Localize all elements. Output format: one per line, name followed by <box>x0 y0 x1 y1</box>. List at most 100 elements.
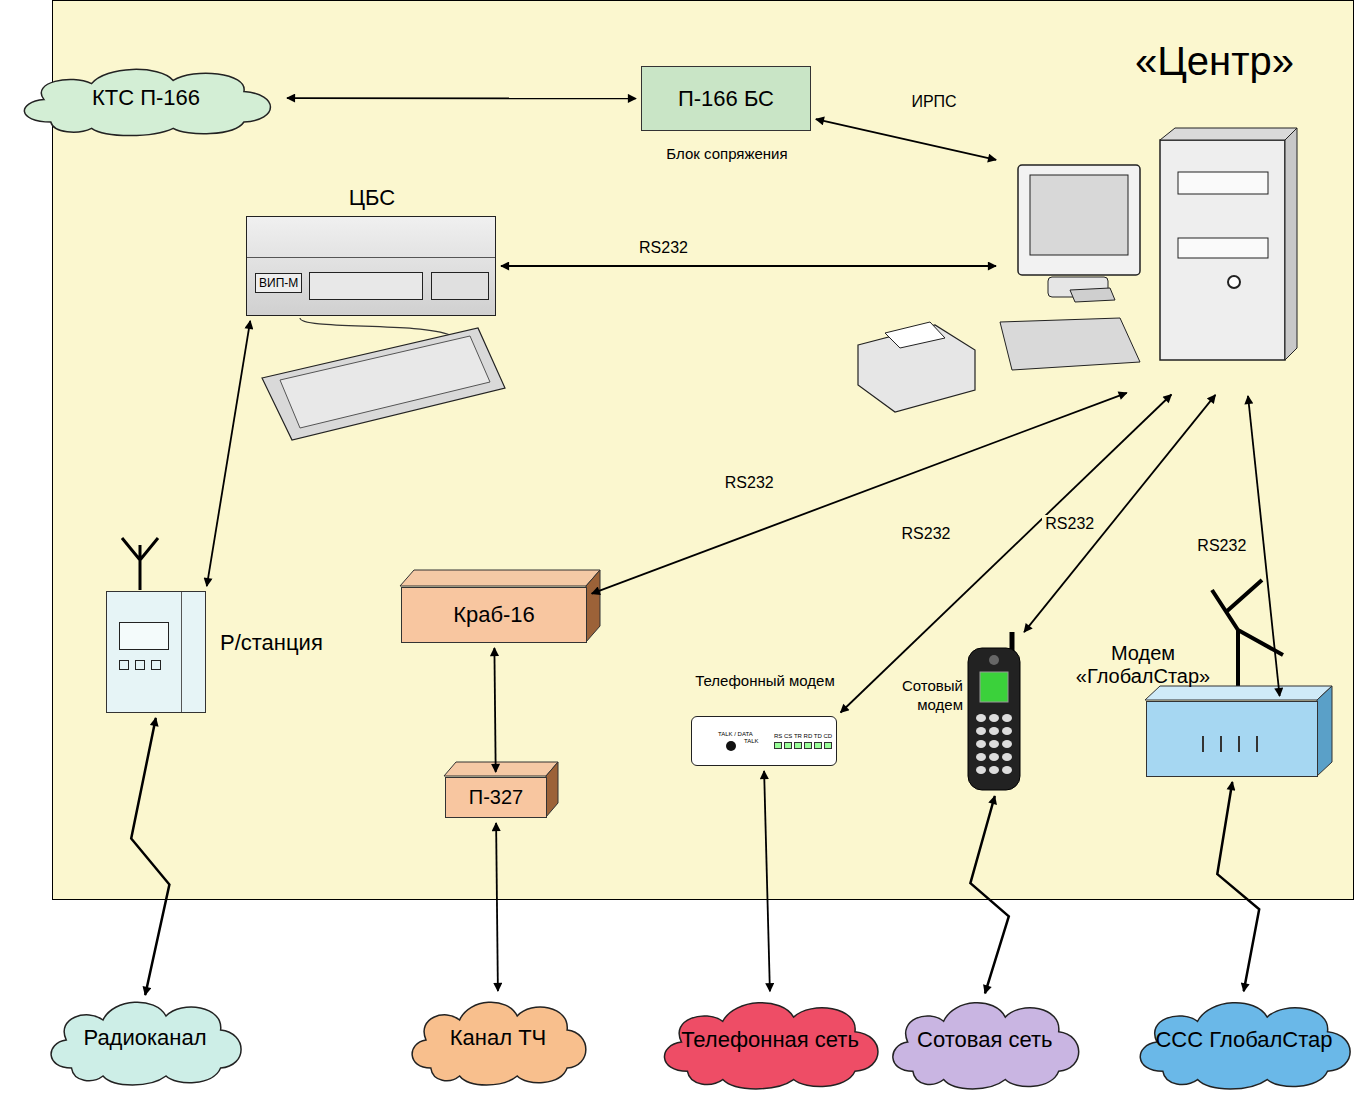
connector-arrow <box>131 718 169 995</box>
edge-label: RS232 <box>1042 515 1097 533</box>
box-side <box>586 570 600 642</box>
connector-arrow <box>494 648 495 772</box>
connector-arrow <box>207 321 250 586</box>
status-led <box>804 742 812 749</box>
box-top <box>1145 686 1332 700</box>
monitor-screen <box>1030 175 1128 255</box>
status-led <box>814 742 822 749</box>
drive-bay <box>1178 238 1268 258</box>
phone-key <box>989 740 999 748</box>
box-side <box>546 762 558 817</box>
phone-body <box>968 648 1020 790</box>
antenna <box>122 538 158 590</box>
equipment-node: Краб-16 <box>401 587 587 643</box>
phone-key <box>1002 727 1012 735</box>
node-sublabel: ВИП-М <box>255 273 302 293</box>
phone-key <box>1002 753 1012 761</box>
node-label: Краб-16 <box>453 602 535 628</box>
equipment-node: Модем «ГлобалСтар» <box>1146 701 1318 777</box>
connector-arrow <box>1024 395 1215 632</box>
keyboard-cable <box>300 318 450 335</box>
equipment-node: П-166 БСБлок сопряжения <box>641 66 811 131</box>
phone-key <box>989 766 999 774</box>
connector-arrow <box>287 97 636 99</box>
phone-key <box>1002 766 1012 774</box>
status-led <box>824 742 832 749</box>
node-label: Сотовая сеть <box>917 1027 1052 1053</box>
equipment-node: Сотовый модем <box>969 636 1021 791</box>
node-sublabel: TALK / DATA <box>718 731 753 737</box>
connector-arrow <box>816 119 996 160</box>
radio-button <box>119 660 129 670</box>
node-label: Канал ТЧ <box>450 1025 547 1051</box>
connector-arrow <box>1248 396 1280 696</box>
equipment-node <box>1001 141 1291 391</box>
status-led <box>794 742 802 749</box>
phone-key <box>976 727 986 735</box>
node-label: Сотовый модем <box>879 676 963 714</box>
edge-label: ИРПС <box>908 93 959 111</box>
node-sublabel: TALK <box>744 738 759 744</box>
node-label: Телефонная сеть <box>681 1027 859 1053</box>
phone-key <box>989 753 999 761</box>
connector-arrow <box>1217 782 1259 991</box>
connector-arrow <box>764 771 770 991</box>
node-label: Модем «ГлобалСтар» <box>1065 642 1221 688</box>
network-cloud: ССС ГлобалСтар <box>1128 988 1354 1092</box>
phone-key <box>1002 740 1012 748</box>
equipment-node: ЦБСВИП-М <box>246 216 496 316</box>
network-cloud: Канал ТЧ <box>402 988 594 1088</box>
radio-button <box>151 660 161 670</box>
node-sublabel: Блок сопряжения <box>612 145 842 162</box>
panel-slot <box>1238 736 1240 752</box>
connector-arrow <box>970 796 1008 993</box>
printer-paper <box>885 322 945 348</box>
equipment-node: П-327 <box>445 777 547 818</box>
phone-key <box>976 753 986 761</box>
connector-arrow <box>501 265 996 267</box>
panel-slot <box>1220 736 1222 752</box>
network-cloud: Сотовая сеть <box>882 988 1087 1092</box>
equipment-node: Р/станция <box>106 591 206 713</box>
tower-side <box>1285 128 1297 360</box>
phone-key <box>989 714 999 722</box>
node-label: «Центр» <box>1135 39 1294 84</box>
keyboard <box>1000 318 1140 370</box>
button-panel <box>431 272 489 300</box>
talk-button <box>726 741 736 751</box>
status-led <box>784 742 792 749</box>
radio-side <box>181 592 182 712</box>
mouse-pad <box>1070 288 1115 302</box>
phone-key <box>976 766 986 774</box>
panel-slot <box>1202 736 1204 752</box>
radio-button <box>135 660 145 670</box>
node-label: Радиоканал <box>83 1025 206 1051</box>
phone-screen <box>980 672 1008 702</box>
edge-label: RS232 <box>899 525 954 543</box>
box-top <box>400 570 600 586</box>
network-cloud: Телефонная сеть <box>652 988 888 1092</box>
node-label: П-327 <box>469 786 523 809</box>
network-cloud: КТС П-166 <box>10 58 282 138</box>
edge-label: RS232 <box>636 239 691 257</box>
phone-earpiece <box>989 655 999 665</box>
network-cloud: Радиоканал <box>40 988 250 1088</box>
power-button <box>1228 276 1240 288</box>
node-label: КТС П-166 <box>92 85 200 111</box>
tower <box>1160 140 1285 360</box>
connector-arrow <box>496 823 498 991</box>
box-side <box>1317 686 1332 776</box>
radio-display <box>119 622 169 650</box>
box-top <box>444 762 558 776</box>
keyboard <box>262 328 505 440</box>
node-label: ССС ГлобалСтар <box>1155 1027 1332 1053</box>
status-led <box>774 742 782 749</box>
drive-bay <box>1178 172 1268 194</box>
node-label: Телефонный модем <box>682 671 848 690</box>
phone-key <box>989 727 999 735</box>
phone-keys <box>976 714 1012 774</box>
phone-key <box>976 740 986 748</box>
